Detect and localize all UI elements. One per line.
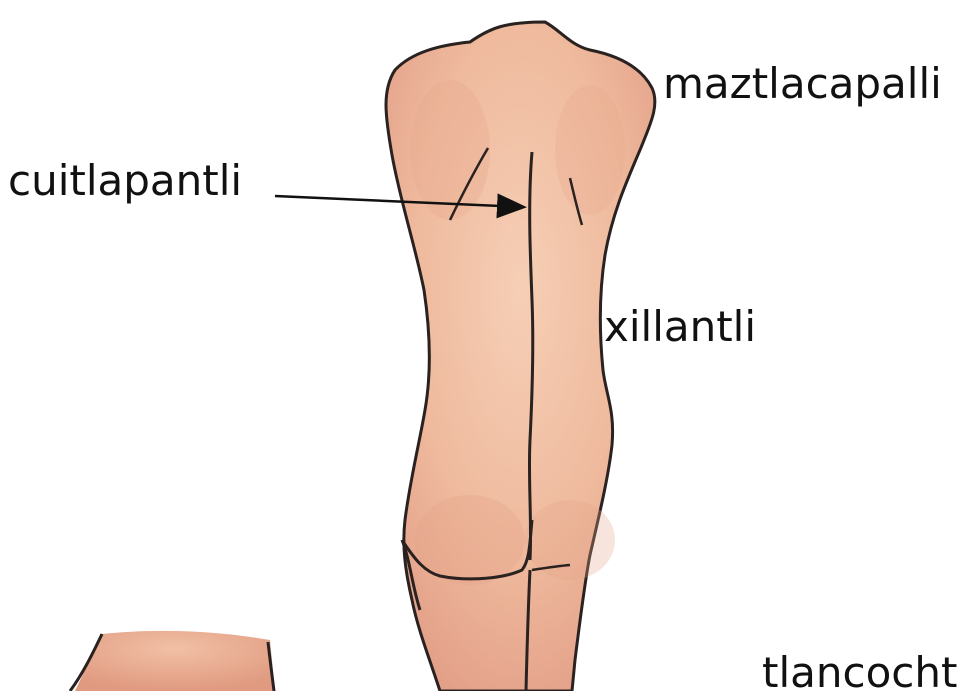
lower-leg-figure [75, 631, 275, 691]
label-tlancocht: tlancocht [762, 652, 957, 691]
label-cuitlapantli: cuitlapantli [8, 160, 242, 202]
label-maztlacapalli: maztlacapalli [663, 63, 942, 105]
label-xillantli: xillantli [604, 306, 756, 348]
